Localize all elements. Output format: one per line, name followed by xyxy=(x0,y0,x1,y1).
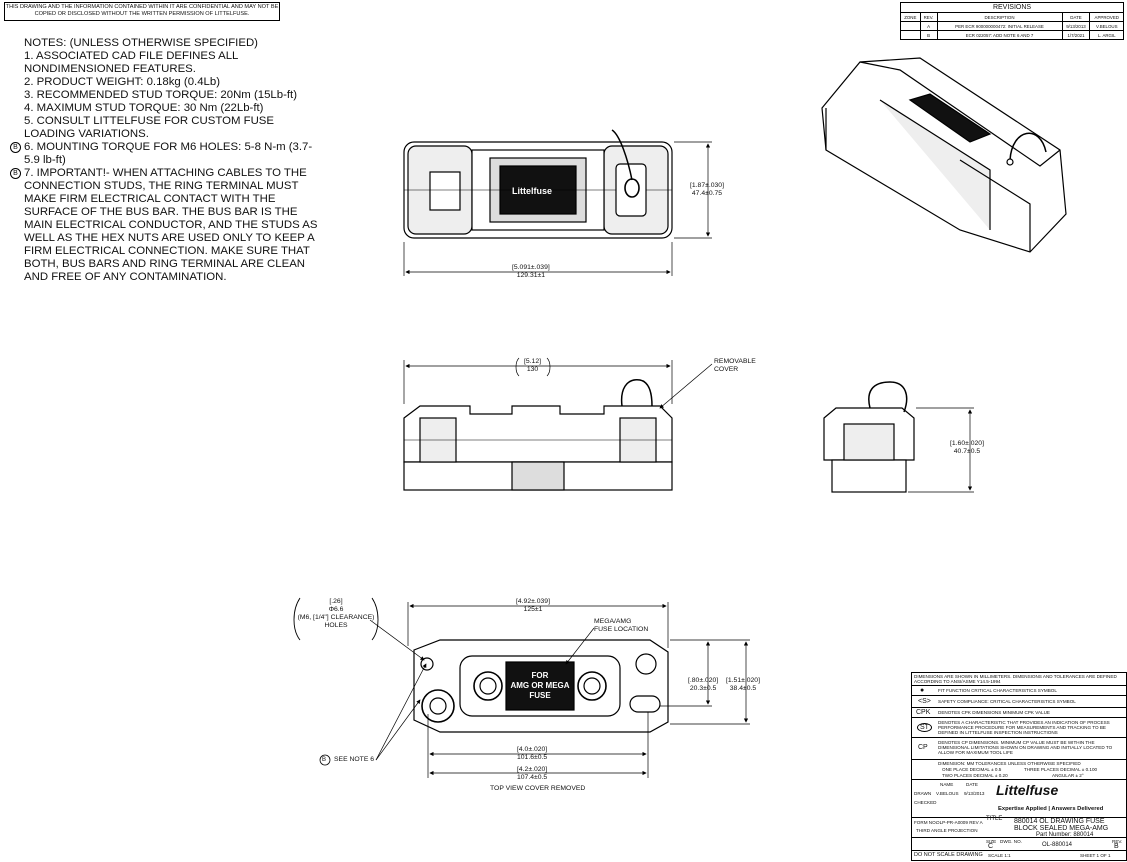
symbol: ● xyxy=(920,687,925,694)
dwg-label: DWG. NO. xyxy=(1000,839,1022,844)
size-value: C xyxy=(988,843,994,850)
symbol-row: CP DENOTES CP DIMENSIONS. MINIMUM CP VAL… xyxy=(912,737,1126,760)
dim-bottom-len2: [4.2±.020] 107.4±0.5 xyxy=(517,766,548,781)
symbol-desc: DENOTES CPK DIMENSIONS MINIMUM CPK VALUE xyxy=(938,710,1050,715)
tolerance-three: THREE PLACES DECIMAL ± 0.100 xyxy=(1024,767,1098,772)
drawn-date: 9/13/2013 xyxy=(964,791,985,796)
top-view xyxy=(403,129,673,239)
symbol-desc: DENOTES CP DIMENSIONS. MINIMUM CP VALUE … xyxy=(938,740,1113,755)
front-view-dims xyxy=(403,360,713,409)
note-4: 4. MAXIMUM STUD TORQUE: 30 Nm (22Lb-ft) xyxy=(24,102,264,114)
top-view-dims xyxy=(403,141,712,276)
drawing-title-2: BLOCK SEALED MEGA-AMG xyxy=(1014,825,1109,832)
do-not-scale: DO NOT SCALE DRAWING xyxy=(914,852,983,858)
dim-top-length: [5.091±.039] 129.31±1 xyxy=(512,264,550,279)
symbol-row: ● FIT FUNCTION CRITICAL CHARACTERISTICS … xyxy=(912,685,1126,696)
tolerance-two: TWO PLACES DECIMAL ± 0.20 xyxy=(942,773,1008,778)
title-label: TITLE xyxy=(986,816,1003,822)
rev-b-marker xyxy=(319,754,331,766)
drawn-label: DRAWN xyxy=(914,791,932,796)
isometric-view xyxy=(821,57,1067,253)
revisions-table: REVISIONS ZONE REV. DESCRIPTION DATE APP… xyxy=(900,2,1124,40)
dim-top-height: [1.87±.030] 47.4±0.75 xyxy=(690,182,724,197)
label-see-note: SEE NOTE 6 xyxy=(334,756,375,763)
dim-bottom-h2: [1.51±.020] 38.4±0.5 xyxy=(726,677,760,692)
label-removable-cover: REMOVABLE COVER xyxy=(714,358,756,373)
symbol: CP xyxy=(918,744,928,751)
dim-standard: DIMENSIONS ARE SHOWN IN MILLIMETERS. DIM… xyxy=(914,674,1117,684)
cover-removed-view xyxy=(413,639,669,733)
rev-cell: ECR 022057: ADD NOTE 6 AND 7 xyxy=(936,30,1063,40)
drawn-name: V.BELOUS xyxy=(936,791,959,796)
side-view xyxy=(823,381,915,493)
tagline: Expertise Applied | Answers Delivered xyxy=(998,806,1104,812)
littelfuse-logo: Littelfuse xyxy=(996,782,1059,798)
fuse-label-1: FOR xyxy=(532,671,549,680)
caption-top-view: TOP VIEW COVER REMOVED xyxy=(490,785,586,792)
part-number: Part Number: 880014 xyxy=(1036,832,1094,838)
tolerance-angular: ANGULAR ± 2° xyxy=(1052,773,1084,778)
note-2: 2. PRODUCT WEIGHT: 0.18kg (0.4Lb) xyxy=(24,76,221,88)
size-row: SIZE C DWG. NO. OL-880014 REV. B xyxy=(912,837,1126,851)
note-6-text: 6. MOUNTING TORQUE FOR M6 HOLES: 5-8 N-m… xyxy=(24,141,313,166)
symbol-desc: SAFETY COMPLIANCE: CRITICAL CHARACTERIST… xyxy=(938,699,1076,704)
projection: THIRD ANGLE PROJECTION xyxy=(916,828,978,833)
drawing-title-1: 880014 OL DRAWING FUSE xyxy=(1014,818,1105,825)
symbol: CPK xyxy=(916,709,931,716)
dim-cover-length: [4.92±.039] 125±1 xyxy=(516,598,550,613)
tolerance-row: DIMENSION: MM TOLERANCES UNLESS OTHERWIS… xyxy=(912,759,1126,780)
symbol-row: ST DENOTES A CHARACTERISTIC THAT PROVIDE… xyxy=(912,717,1126,738)
approval-row: NAME DATE DRAWN V.BELOUS 9/13/2013 CHECK… xyxy=(912,779,1126,818)
dwg-number: OL-880014 xyxy=(1042,842,1073,848)
note-5: 5. CONSULT LITTELFUSE FOR CUSTOM FUSE LO… xyxy=(24,115,274,140)
scale-row: DO NOT SCALE DRAWING SCALE 1:1 SHEET 1 O… xyxy=(912,850,1126,860)
title-row: FORM NO. OLP-PR-A0009 REV A THIRD ANGLE … xyxy=(912,816,1126,838)
note-7-text: 7. IMPORTANT!- WHEN ATTACHING CABLES TO … xyxy=(24,167,318,283)
symbol: <S> xyxy=(918,698,931,705)
rev-cell: 1/7/2021 xyxy=(1061,30,1091,40)
symbol-row: CPK DENOTES CPK DIMENSIONS MINIMUM CPK V… xyxy=(912,707,1126,718)
dim-holes: [.26] Φ6.6 (M6, [1/4"] CLEARANCE) HOLES xyxy=(297,598,375,629)
form-no: OLP-PR-A0009 REV A xyxy=(936,820,983,825)
symbol-desc: DENOTES A CHARACTERISTIC THAT PROVIDES A… xyxy=(938,720,1110,735)
size-label: SIZE xyxy=(986,839,997,844)
dim-side-height: [1.60±.020] 40.7±0.5 xyxy=(950,440,984,455)
title-block: DIMENSIONS ARE SHOWN IN MILLIMETERS. DIM… xyxy=(911,672,1127,861)
symbol-row: <S> SAFETY COMPLIANCE: CRITICAL CHARACTE… xyxy=(912,695,1126,708)
fuse-label-3: FUSE xyxy=(529,691,551,700)
rev-value: B xyxy=(1114,843,1119,850)
dim-front-length: [5.12] 130 xyxy=(524,358,542,373)
confidential-notice: THIS DRAWING AND THE INFORMATION CONTAIN… xyxy=(4,2,280,21)
symbol-desc: FIT FUNCTION CRITICAL CHARACTERISTICS SY… xyxy=(938,688,1057,693)
label-fuse-location: MEGA/AMG FUSE LOCATION xyxy=(594,618,649,633)
form-no-label: FORM NO. xyxy=(914,820,937,825)
rev-label: REV. xyxy=(1112,839,1123,844)
notes-block: NOTES: (UNLESS OTHERWISE SPECIFIED) 1. A… xyxy=(10,37,324,284)
tolerance-header: DIMENSION: MM TOLERANCES UNLESS OTHERWIS… xyxy=(938,761,1081,766)
note-1: 1. ASSOCIATED CAD FILE DEFINES ALL NONDI… xyxy=(24,50,238,75)
symbol: ST xyxy=(917,723,932,732)
note-3: 3. RECOMMENDED STUD TORQUE: 20Nm (15Lb-f… xyxy=(24,89,298,101)
scale: SCALE 1:1 xyxy=(988,853,1011,858)
sheet: SHEET 1 OF 1 xyxy=(1080,853,1111,858)
checked-label: CHECKED xyxy=(914,800,937,805)
dim-bottom-h1: [.80±.020] 20.3±0.5 xyxy=(688,677,719,692)
cover-removed-dims xyxy=(293,357,750,778)
front-view xyxy=(403,379,673,491)
tolerance-one: ONE PLACE DECIMAL ± 0.5 xyxy=(942,767,1002,772)
col-date: DATE xyxy=(966,782,978,787)
rev-b-letter: B xyxy=(322,757,327,763)
rev-marker: B xyxy=(10,142,21,153)
side-view-dims xyxy=(908,407,974,493)
part-brand-text: Littelfuse xyxy=(512,186,552,196)
rev-cell: L. ARGIL xyxy=(1089,30,1124,40)
rev-marker: B xyxy=(10,168,21,179)
dim-bottom-len1: [4.0±.020] 101.6±0.5 xyxy=(517,746,548,761)
notes-title: NOTES: (UNLESS OTHERWISE SPECIFIED) xyxy=(24,37,258,49)
fuse-label-2: AMG OR MEGA xyxy=(510,681,569,690)
col-name: NAME xyxy=(940,782,954,787)
